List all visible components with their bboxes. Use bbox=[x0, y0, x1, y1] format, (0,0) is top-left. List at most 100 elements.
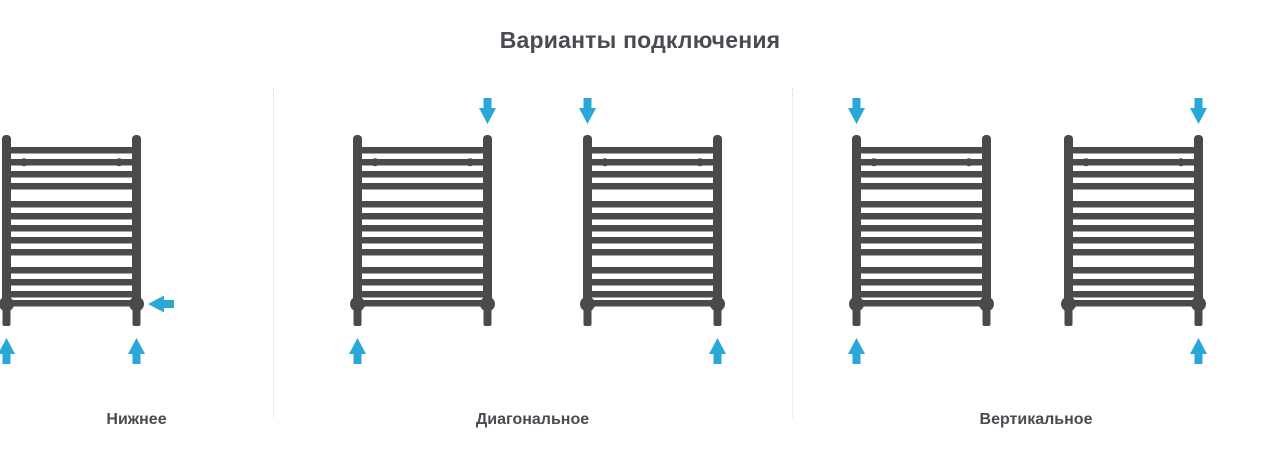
radiator-body bbox=[350, 135, 495, 326]
radiator-foot-right bbox=[132, 302, 141, 326]
radiator-rung bbox=[591, 171, 714, 178]
radiator-rung bbox=[361, 279, 484, 286]
radiator-rung bbox=[10, 291, 133, 298]
radiator-vertical-unit-2 bbox=[1024, 90, 1242, 390]
radiator-rung bbox=[10, 249, 133, 256]
radiator-rung bbox=[361, 213, 484, 220]
radiator-rung bbox=[591, 201, 714, 208]
arrow-down-right-icon bbox=[479, 98, 496, 124]
radiator-diagonal-unit-2 bbox=[543, 90, 761, 390]
mount-dot bbox=[466, 158, 474, 167]
radiator-post-right bbox=[713, 135, 722, 308]
radiator-foot-left bbox=[2, 302, 11, 326]
radiator-foot-left bbox=[583, 302, 592, 326]
mount-dot bbox=[696, 158, 704, 167]
radiator-bottom-unit-1 bbox=[0, 90, 180, 390]
arrow-up-right-icon bbox=[128, 338, 145, 364]
radiator-rung bbox=[10, 225, 133, 232]
radiator-rung bbox=[1072, 249, 1195, 256]
radiator-foot-left bbox=[852, 302, 861, 326]
radiator-body bbox=[849, 135, 994, 326]
page-title: Варианты подключения bbox=[499, 27, 781, 53]
radiator-rung bbox=[860, 300, 983, 307]
radiator-rung bbox=[591, 237, 714, 244]
radiator-rung bbox=[860, 267, 983, 274]
radiator-rung bbox=[1072, 291, 1195, 298]
mount-dot bbox=[20, 158, 28, 167]
mount-dot bbox=[870, 158, 878, 167]
radiator-body bbox=[0, 135, 144, 326]
radiator-rung bbox=[860, 279, 983, 286]
radiator-rung bbox=[361, 249, 484, 256]
group-bottom-label: Нижнее bbox=[106, 411, 167, 428]
group-diagonal: Диагональное bbox=[273, 90, 792, 435]
radiator-rung bbox=[10, 279, 133, 286]
radiator-rung bbox=[591, 291, 714, 298]
radiator-rung bbox=[10, 237, 133, 244]
radiator-rung bbox=[860, 171, 983, 178]
radiator-rung bbox=[361, 201, 484, 208]
radiator-rung bbox=[10, 300, 133, 307]
radiator-post-left bbox=[583, 135, 592, 308]
radiator-rung bbox=[361, 171, 484, 178]
mount-dot bbox=[115, 158, 123, 167]
radiator-rung bbox=[10, 147, 133, 154]
radiator-rung bbox=[1072, 267, 1195, 274]
radiator-rung bbox=[860, 201, 983, 208]
radiator-diagonal-unit-1 bbox=[313, 90, 531, 390]
radiator-rung bbox=[10, 171, 133, 178]
group-diagonal-units bbox=[273, 90, 792, 390]
radiator-rung bbox=[1072, 279, 1195, 286]
radiator-rung bbox=[860, 183, 983, 190]
group-divider-1 bbox=[273, 88, 274, 418]
radiator-rung bbox=[1072, 171, 1195, 178]
group-diagonal-label: Диагональное bbox=[475, 411, 590, 428]
radiator-foot-left bbox=[353, 302, 362, 326]
arrow-up-left-icon bbox=[0, 338, 15, 364]
radiator-post-right bbox=[1194, 135, 1203, 308]
radiator-rung bbox=[591, 249, 714, 256]
group-vertical: Вертикальное bbox=[792, 90, 1280, 435]
radiator-rung bbox=[591, 147, 714, 154]
radiator-rung bbox=[361, 147, 484, 154]
radiator-rung bbox=[1072, 213, 1195, 220]
group-bottom: Нижнее bbox=[0, 90, 273, 435]
radiator-rung bbox=[1072, 225, 1195, 232]
radiator-rung bbox=[1072, 159, 1195, 166]
group-bottom-units bbox=[0, 90, 273, 390]
radiator-rung bbox=[1072, 237, 1195, 244]
radiator-foot-right bbox=[483, 302, 492, 326]
radiator-rung bbox=[1072, 300, 1195, 307]
radiator-post-left bbox=[2, 135, 11, 308]
radiator-rung bbox=[361, 159, 484, 166]
radiator-rung bbox=[10, 159, 133, 166]
radiator-post-left bbox=[1064, 135, 1073, 308]
mount-dot bbox=[965, 158, 973, 167]
radiator-rung bbox=[10, 183, 133, 190]
radiator-rung bbox=[591, 159, 714, 166]
radiator-rung bbox=[591, 300, 714, 307]
radiator-rung bbox=[860, 249, 983, 256]
radiator-rung bbox=[860, 213, 983, 220]
radiator-rung bbox=[860, 237, 983, 244]
arrow-down-left-icon bbox=[579, 98, 596, 124]
radiator-rung bbox=[591, 279, 714, 286]
mount-dot bbox=[601, 158, 609, 167]
radiator-foot-right bbox=[1194, 302, 1203, 326]
arrow-up-left-icon bbox=[349, 338, 366, 364]
arrow-in-right-icon bbox=[148, 295, 174, 313]
arrow-up-left-icon bbox=[848, 338, 865, 364]
radiator-post-left bbox=[353, 135, 362, 308]
group-vertical-label: Вертикальное bbox=[979, 411, 1093, 428]
arrow-down-right-icon bbox=[1190, 98, 1207, 124]
radiator-body bbox=[580, 135, 725, 326]
radiator-rung bbox=[1072, 183, 1195, 190]
radiator-post-right bbox=[132, 135, 141, 308]
mount-dot bbox=[1082, 158, 1090, 167]
radiator-post-left bbox=[852, 135, 861, 308]
mount-dot bbox=[1177, 158, 1185, 167]
radiator-post-right bbox=[982, 135, 991, 308]
radiator-body bbox=[1061, 135, 1206, 326]
radiator-foot-right bbox=[982, 302, 991, 326]
